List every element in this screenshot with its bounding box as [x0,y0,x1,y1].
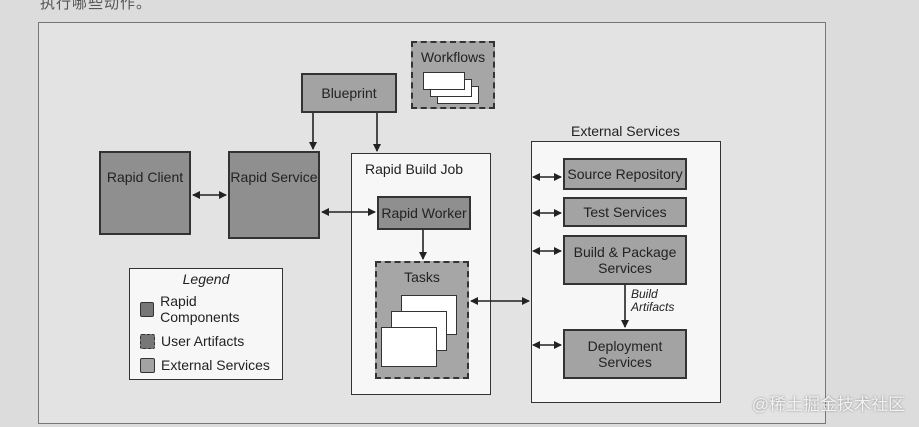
legend-item-user-artifacts: User Artifacts [140,333,244,349]
blueprint-box: Blueprint [301,73,397,113]
workflow-card [423,72,465,90]
tasks-label: Tasks [404,269,440,285]
deployment-services-box: Deployment Services [563,329,687,379]
build-package-services-label: Build & Package Services [573,244,677,276]
legend-box: Legend Rapid Components User Artifacts E… [129,268,283,380]
legend-swatch [140,301,155,317]
diagram-page: Workflows Blueprint Rapid Client Rapid S… [38,22,826,424]
workflows-label: Workflows [420,49,486,65]
build-artifacts-line1: Build [631,287,658,301]
rapid-service-label: Rapid Service [230,169,318,185]
build-artifacts-label: Build Artifacts [631,288,674,314]
legend-title: Legend [182,271,230,287]
legend-item-rapid-components: Rapid Components [140,293,272,325]
source-repository-label: Source Repository [567,166,683,182]
legend-item-label: User Artifacts [161,333,245,349]
rapid-service-box: Rapid Service [228,151,320,239]
legend-item-label: Rapid Components [160,293,240,325]
task-card [381,327,437,367]
rapid-worker-box: Rapid Worker [377,196,471,230]
legend-swatch [140,357,155,373]
rapid-worker-label: Rapid Worker [381,205,467,221]
test-services-label: Test Services [583,204,667,220]
test-services-box: Test Services [563,197,687,227]
build-package-services-box: Build & Package Services [563,235,687,285]
rapid-client-label: Rapid Client [106,169,184,185]
rapid-client-box: Rapid Client [99,151,191,235]
source-repository-box: Source Repository [563,158,687,190]
build-artifacts-line2: Artifacts [631,300,675,314]
deployment-services-label: Deployment Services [587,338,663,370]
legend-item-external-services: External Services [140,357,270,373]
external-services-label: External Services [571,123,680,139]
header-text: 执行哪些动作。 [40,0,153,12]
legend-item-label: External Services [161,357,270,373]
legend-swatch [140,333,155,349]
rapid-build-job-label: Rapid Build Job [365,161,464,177]
blueprint-label: Blueprint [321,85,377,101]
connector-arrows [192,113,629,349]
watermark: @稀土掘金技术社区 [751,395,905,414]
